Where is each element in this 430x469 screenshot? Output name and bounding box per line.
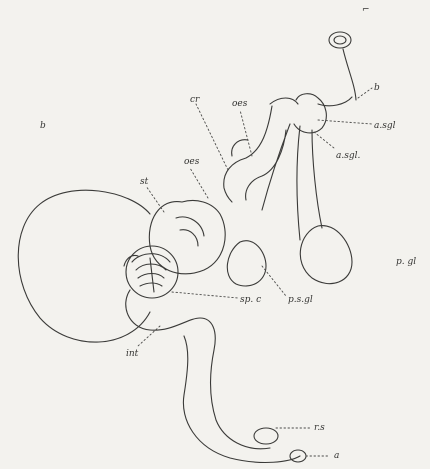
buccal-mass-inner [334,36,346,44]
gland-connector [270,98,298,104]
label-sp-c: sp. c [240,295,261,305]
crop-bulge [232,140,248,156]
leader-oes-top [240,110,252,156]
label-p-s-gl: p.s.gl [288,295,313,305]
label-r-s: r.s [314,423,325,433]
salivary-duct-outer [262,124,290,210]
anterior-salivary-gland [294,94,326,133]
spiral-line-3 [138,274,164,279]
label-b-top: b [374,83,380,93]
salivary-duct-left [297,126,300,240]
leader-a-sgl-upper [318,120,372,124]
spiral-line-4 [140,283,162,286]
anus [290,450,306,462]
small-gland-lobe [227,241,266,286]
leader-int [138,326,160,346]
label-oes-top: oes [232,99,248,109]
label-top-mark: ⌐ [362,5,370,15]
leader-cr [196,104,228,170]
label-a-sgl-lower: a.sgl. [336,151,360,161]
buccal-mass-outline [329,32,351,48]
label-a-sgl-upper: a.sgl [374,121,396,131]
label-psgl-right: p. gl [396,257,416,267]
leader-sp-c [172,292,238,298]
label-st: st [140,177,149,187]
buccal-tube [343,49,356,100]
leader-b-top [358,88,372,98]
leader-st [146,186,164,212]
spiral-line-1 [132,254,170,262]
stomach-fold-1 [176,217,204,236]
leader-a-sgl-lower [314,132,334,148]
oesophagus-inner [246,130,286,200]
stomach [149,201,225,274]
label-a: a [334,451,339,461]
salivary-duct-right [312,130,322,228]
spiral-axis [150,258,154,292]
leader-p-s-gl [262,266,286,296]
label-b-left: b [40,121,46,131]
label-cr: cr [190,95,200,105]
posterior-salivary-gland [300,226,352,284]
label-oes-mid: oes [184,157,200,167]
leader-oes-mid [190,168,208,198]
rectal-sac [254,428,278,444]
label-int: int [126,349,139,359]
intestine-left [183,336,300,462]
stomach-fold-2 [180,230,198,246]
